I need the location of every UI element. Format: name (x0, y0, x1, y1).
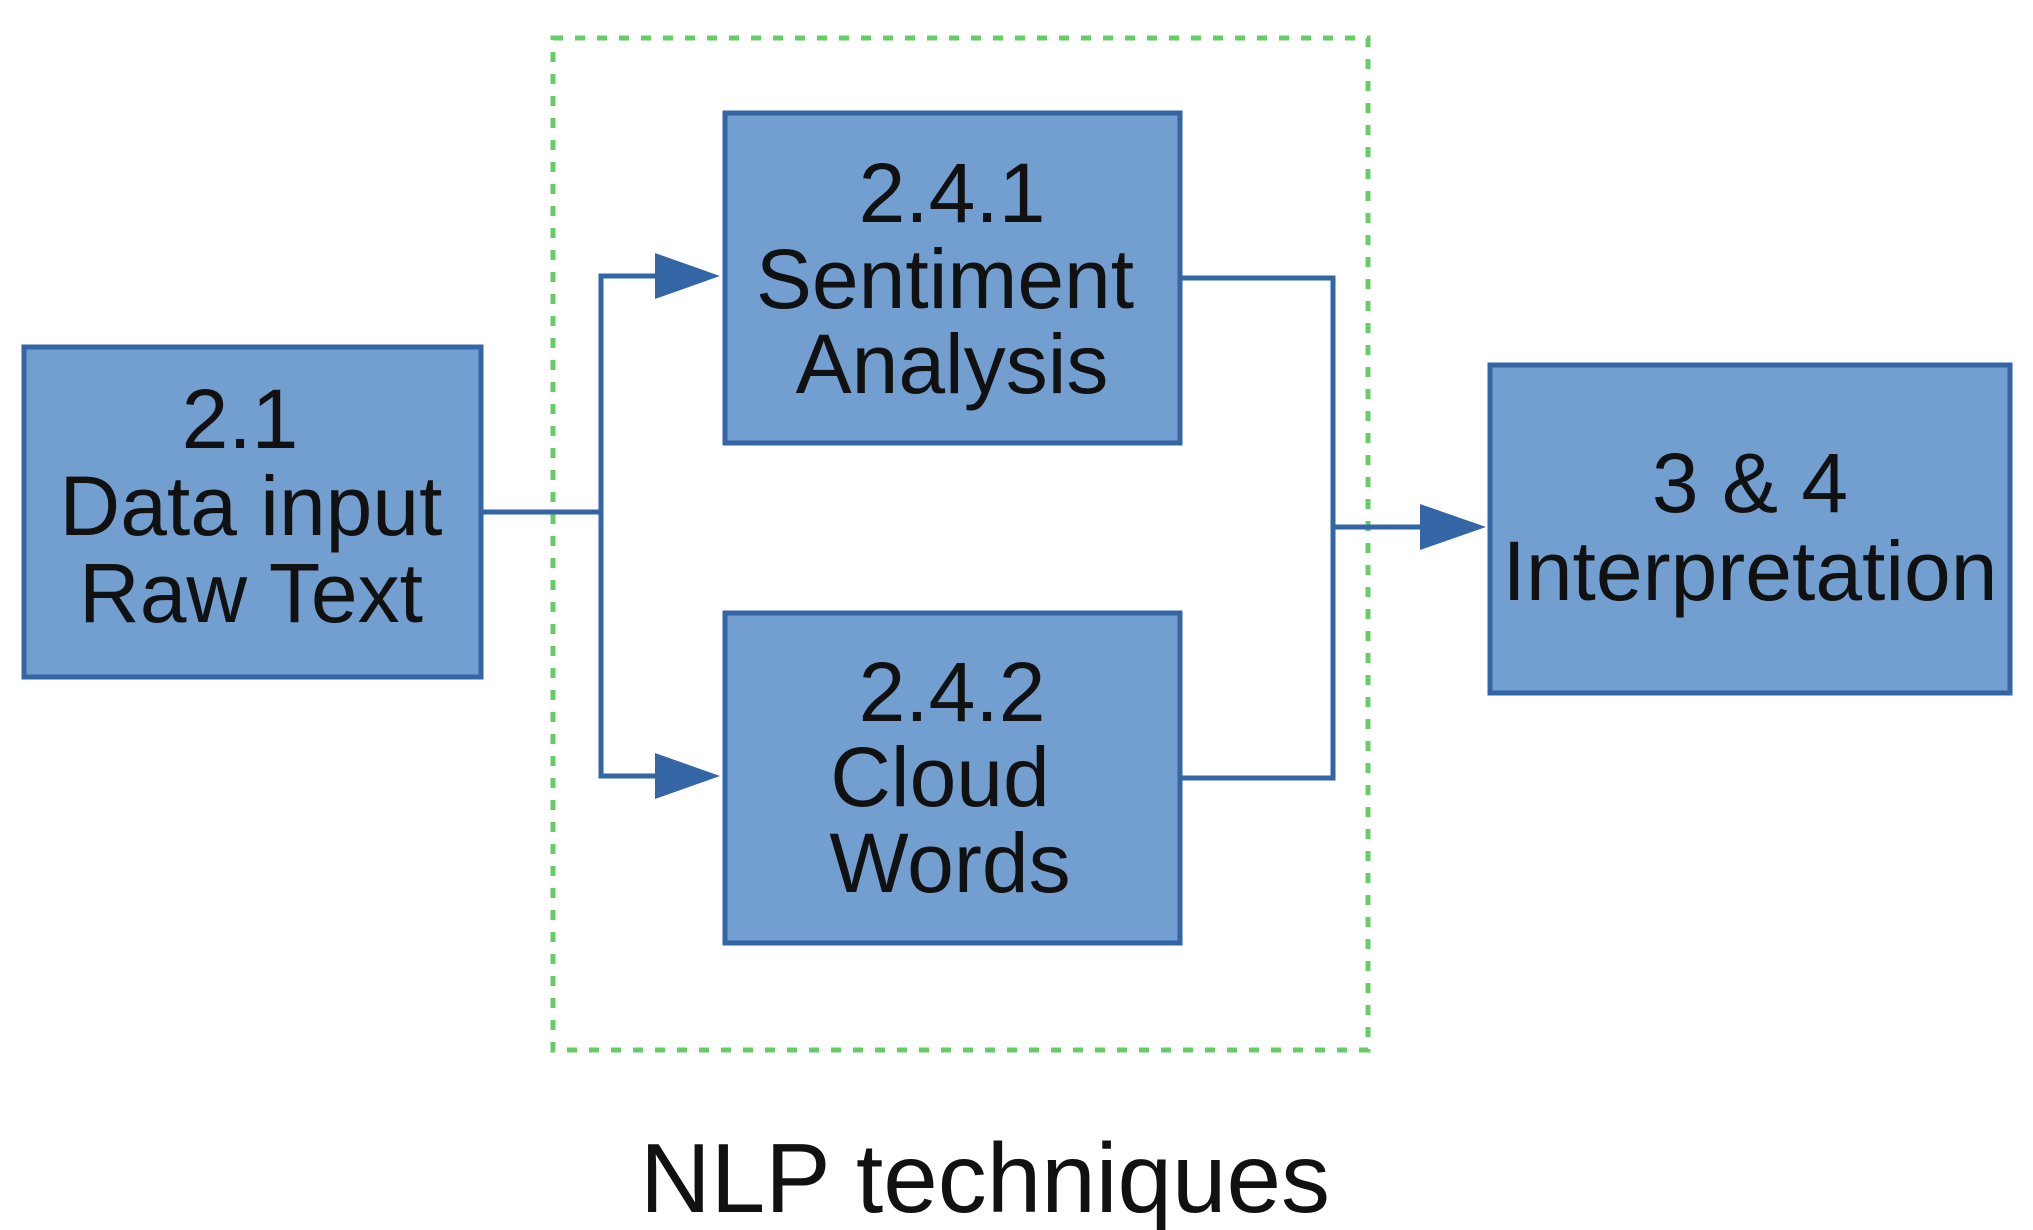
connector-split-to-sentiment (598, 273, 660, 512)
node-sentiment-analysis-number: 2.4.1 (859, 146, 1046, 240)
node-interpretation-number: 3 & 4 (1652, 436, 1848, 530)
node-sentiment-analysis-title: Sentiment (756, 232, 1134, 326)
connector-cloud-words-to-merge (1180, 527, 1336, 781)
arrowhead-to-cloud-words (655, 753, 720, 799)
connector-sentiment-to-merge (1180, 275, 1336, 527)
connector-split-to-cloud-words (598, 512, 660, 779)
arrowhead-to-sentiment (655, 253, 720, 299)
node-cloud-words: 2.4.2 Cloud Words (722, 610, 1183, 946)
node-cloud-words-number: 2.4.2 (859, 645, 1046, 739)
node-data-input-title: Data input (60, 459, 443, 553)
nlp-techniques-label: NLP techniques (640, 1123, 1330, 1230)
node-data-input-box (21, 344, 484, 680)
node-data-input-number: 2.1 (182, 372, 299, 466)
node-data-input: 2.1 Data input Raw Text (21, 344, 484, 680)
connectors (481, 253, 1486, 799)
node-sentiment-analysis: 2.4.1 Sentiment Analysis (722, 110, 1183, 446)
node-cloud-words-box (722, 610, 1183, 946)
arrowhead-to-interpretation (1420, 504, 1486, 550)
node-sentiment-analysis-box (722, 110, 1183, 446)
node-cloud-words-subtitle: Words (829, 816, 1070, 910)
node-interpretation: 3 & 4 Interpretation (1487, 362, 2013, 696)
node-interpretation-box (1487, 362, 2013, 696)
node-sentiment-analysis-subtitle: Analysis (796, 317, 1109, 411)
node-cloud-words-title: Cloud (830, 730, 1049, 824)
nlp-techniques-group-box (550, 35, 1371, 1053)
node-data-input-subtitle: Raw Text (79, 546, 423, 640)
node-interpretation-title: Interpretation (1503, 524, 1998, 618)
